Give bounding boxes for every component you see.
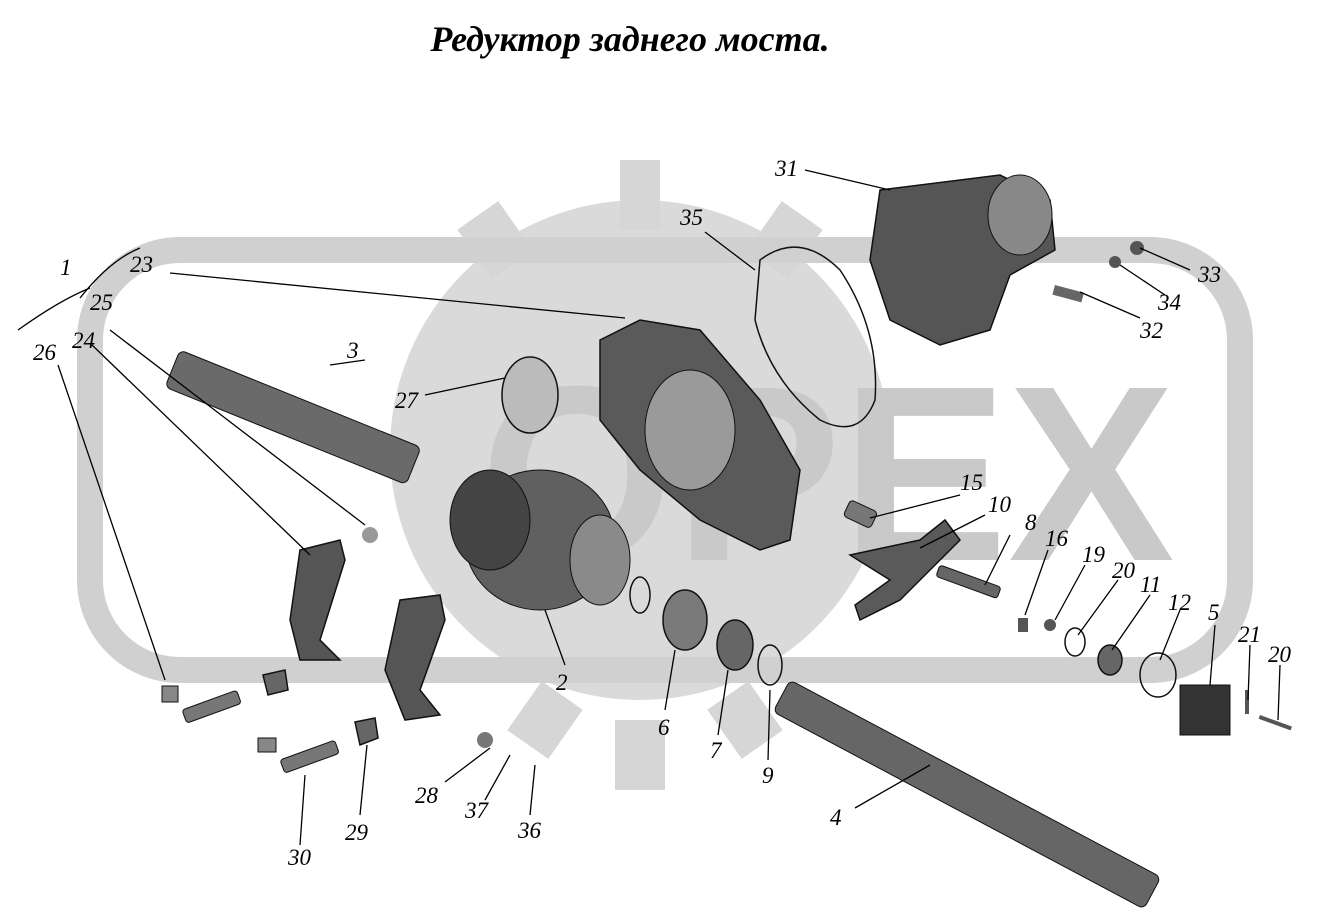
part-30-bolt-a xyxy=(182,690,241,723)
callout-23: 23 xyxy=(130,252,153,277)
part-27-ring xyxy=(501,356,559,434)
part-12-gasket xyxy=(1139,652,1177,698)
callout-31: 36 xyxy=(517,818,542,843)
part-25 xyxy=(362,527,378,543)
callout-5: 5 xyxy=(1208,600,1220,625)
callout-4: 4 xyxy=(830,805,842,830)
part-34 xyxy=(1052,285,1084,303)
leader-lines xyxy=(17,169,1281,846)
part-ring-small-1 xyxy=(629,576,651,614)
part-24-cap-right xyxy=(384,594,446,721)
callout-37: 35 xyxy=(679,205,703,230)
part-9-ring xyxy=(757,644,783,686)
part-20 xyxy=(1258,715,1292,731)
callout-labels: 1 23 25 26 24 3 27 35 31 33 34 32 15 10 … xyxy=(33,156,1292,870)
callout-3: 3 xyxy=(346,338,359,363)
part-3-shaft xyxy=(166,351,420,484)
callout-7: 7 xyxy=(710,738,723,763)
callout-21: 21 xyxy=(1238,622,1261,647)
callout-19: 20 xyxy=(1112,558,1136,583)
callout-13: 15 xyxy=(960,470,983,495)
part-11-plug xyxy=(1097,644,1123,676)
callout-36: 34 xyxy=(1157,290,1181,315)
part-29-washer xyxy=(354,717,379,747)
part-26 xyxy=(161,685,179,703)
part-33-cup xyxy=(869,174,1056,346)
part-30-bolt-b xyxy=(280,740,339,773)
callout-8: 8 xyxy=(1025,510,1037,535)
callout-33: 31 xyxy=(774,156,798,181)
callout-24: 24 xyxy=(72,328,95,353)
callout-6: 6 xyxy=(658,715,670,740)
callout-11: 11 xyxy=(1140,572,1161,597)
part-8-pin xyxy=(936,565,1001,599)
callout-9: 9 xyxy=(762,763,774,788)
callout-32: 37 xyxy=(464,798,490,823)
part-7-bearing xyxy=(716,619,754,671)
callout-16: 19 xyxy=(1082,542,1106,567)
callout-34: 32 xyxy=(1139,318,1163,343)
callout-2: 2 xyxy=(556,670,568,695)
part-small-sleeve xyxy=(257,737,277,753)
part-23-housing xyxy=(599,319,801,551)
part-35 xyxy=(1130,241,1144,255)
callout-29: 29 xyxy=(345,820,369,845)
callout-1: 1 xyxy=(60,255,72,280)
callout-35: 33 xyxy=(1197,262,1221,287)
part-2-differential xyxy=(449,469,631,611)
part-29-washer-b xyxy=(262,669,289,696)
part-24-cap-left xyxy=(289,539,346,661)
part-36 xyxy=(1109,256,1121,268)
callout-25: 25 xyxy=(90,290,113,315)
part-5-block xyxy=(1179,684,1231,736)
part-4-shaft xyxy=(774,681,1160,908)
callout-20: 20 xyxy=(1268,642,1292,667)
part-16 xyxy=(1044,619,1056,631)
callout-27: 27 xyxy=(395,388,420,413)
part-21 xyxy=(1245,690,1249,714)
callout-15: 16 xyxy=(1045,526,1069,551)
callout-12: 12 xyxy=(1168,590,1191,615)
callout-10: 10 xyxy=(988,492,1012,517)
callout-28: 28 xyxy=(415,783,439,808)
part-13-spring xyxy=(843,500,878,528)
part-37-gasket xyxy=(754,246,877,428)
part-19-ring xyxy=(1064,627,1086,657)
diagram-title: Редуктор заднего моста. xyxy=(430,19,830,59)
part-15 xyxy=(1018,618,1028,632)
part-6-bearing xyxy=(662,589,708,651)
callout-26: 26 xyxy=(33,340,57,365)
part-28 xyxy=(477,732,493,748)
part-10-fork xyxy=(848,518,961,622)
callout-30: 30 xyxy=(287,845,312,870)
parts xyxy=(161,174,1292,908)
